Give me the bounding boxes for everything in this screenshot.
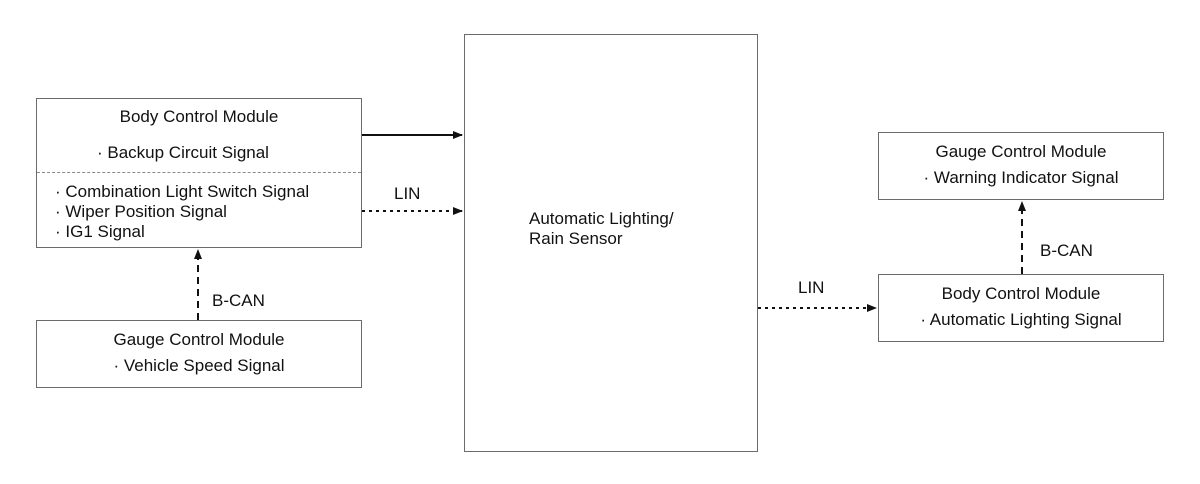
body-control-module-right-box: Body Control Module · Automatic Lighting… bbox=[878, 274, 1164, 342]
gauge-control-module-right-box: Gauge Control Module · Warning Indicator… bbox=[878, 132, 1164, 200]
lin-right-label: LIN bbox=[798, 278, 825, 297]
body-control-module-right-title: Body Control Module bbox=[941, 284, 1101, 303]
bcan-right-label: B-CAN bbox=[1040, 241, 1093, 260]
ig1-signal: · IG1 Signal bbox=[55, 222, 145, 241]
vehicle-speed-signal: · Vehicle Speed Signal bbox=[113, 356, 285, 375]
lin-left-label: LIN bbox=[394, 184, 421, 203]
bcan-left-label: B-CAN bbox=[212, 291, 265, 310]
sensor-name-line1: Automatic Lighting/ bbox=[529, 209, 674, 228]
body-control-module-left-box: Body Control Module · Backup Circuit Sig… bbox=[36, 98, 362, 248]
automatic-lighting-rain-sensor-box: Automatic Lighting/ Rain Sensor bbox=[464, 34, 758, 452]
combination-light-switch-signal: · Combination Light Switch Signal bbox=[55, 182, 310, 201]
body-control-module-left-title: Body Control Module bbox=[119, 107, 279, 126]
wiper-position-signal: · Wiper Position Signal bbox=[55, 202, 227, 221]
warning-indicator-signal: · Warning Indicator Signal bbox=[923, 168, 1119, 187]
section-divider bbox=[37, 172, 361, 173]
backup-circuit-signal: · Backup Circuit Signal bbox=[97, 143, 269, 162]
automatic-lighting-signal: · Automatic Lighting Signal bbox=[920, 310, 1122, 329]
gauge-control-module-left-box: Gauge Control Module · Vehicle Speed Sig… bbox=[36, 320, 362, 388]
gauge-control-module-left-title: Gauge Control Module bbox=[113, 330, 285, 349]
sensor-name-line2: Rain Sensor bbox=[529, 229, 623, 248]
gauge-control-module-right-title: Gauge Control Module bbox=[935, 142, 1107, 161]
